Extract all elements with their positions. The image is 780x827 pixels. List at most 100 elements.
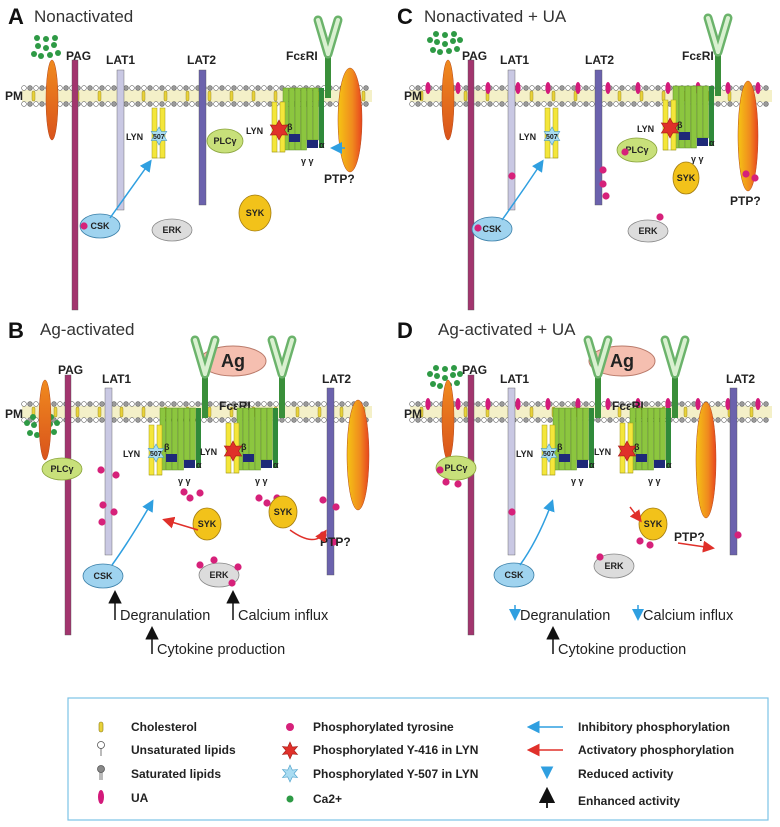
cholesterol (229, 90, 234, 102)
ua-molecule (485, 398, 491, 410)
panel-b-title: Ag-activated (40, 320, 135, 339)
cholesterol (661, 90, 666, 102)
calcium-ion (55, 50, 61, 56)
phosphotyrosine (508, 508, 516, 516)
calcium-ion (51, 42, 57, 48)
phosphotyrosine (319, 496, 327, 504)
legend-y416: Phosphorylated Y-416 in LYN (281, 741, 478, 760)
cholesterol (229, 406, 234, 418)
fceri-subunit (564, 407, 571, 471)
legend-cholesterol: Cholesterol (98, 720, 197, 734)
erk (593, 553, 635, 579)
legend-ua-label: UA (131, 791, 149, 805)
phosphotyrosine (621, 148, 629, 156)
csk (79, 213, 121, 239)
fceri-subunit (171, 407, 178, 471)
fceri-alpha (273, 408, 278, 468)
calcium-ion (427, 371, 433, 377)
calcium-ion (51, 429, 57, 435)
phosphotyrosine (112, 471, 120, 479)
itam-block (184, 460, 195, 468)
cholesterol (463, 406, 468, 418)
phosphotyrosine (646, 541, 654, 549)
fceri-subunit (266, 407, 273, 461)
cholesterol (529, 90, 534, 102)
csk-label: CSK (482, 224, 502, 234)
pag-label: PAG (462, 363, 487, 377)
lyn-label: LYN (516, 449, 533, 459)
calcium-ion (457, 371, 463, 377)
degranulation-label: Degranulation (520, 608, 610, 624)
fceri-receptor: βαγ γ (282, 15, 343, 166)
calcium-ion (34, 35, 40, 41)
calcium-ion (430, 381, 436, 387)
fceri-subunit (653, 407, 660, 461)
calcium-ion (450, 38, 456, 44)
antigen-label: Ag (221, 351, 245, 371)
fceri-alpha-stalk (325, 54, 331, 98)
cholesterol (75, 406, 80, 418)
lyn-label: LYN (594, 447, 611, 457)
phosphotyrosine (436, 466, 444, 474)
csk (82, 563, 124, 589)
cholesterol (339, 406, 344, 418)
legend-ptyr: Phosphorylated tyrosine (286, 720, 454, 734)
calcium-ion (446, 48, 452, 54)
ua-molecule (455, 398, 461, 410)
legend-inhibitory-label: Inhibitory phosphorylation (578, 720, 730, 734)
lat1-label: LAT1 (500, 372, 529, 386)
phosphotyrosine (734, 531, 742, 539)
pag-bar (467, 374, 475, 636)
fceri-subunit (288, 87, 295, 151)
fceri-subunit (312, 87, 319, 141)
y507-star-icon (281, 764, 299, 783)
ua-molecule (515, 398, 521, 410)
fceri-subunit (165, 407, 172, 471)
phosphotyrosine (180, 488, 188, 496)
fceri-subunit (702, 85, 709, 139)
lat2-bar (198, 69, 207, 206)
fceri-alpha (196, 408, 201, 468)
cholesterol (185, 90, 190, 102)
lat1-bar (116, 69, 125, 211)
fceri-label: FcεRI (286, 49, 318, 63)
lat2-bar (326, 387, 335, 576)
phosphotyrosine (263, 499, 271, 507)
cholesterol (463, 90, 468, 102)
calcium-ion (43, 45, 49, 51)
phosphotyrosine (110, 508, 118, 516)
itam-block (243, 454, 254, 462)
pm-label: PM (5, 407, 23, 421)
csk-lyn-arrow (109, 159, 152, 219)
pag-bar (71, 59, 79, 311)
calcium-ion (31, 422, 37, 428)
fceri-subunit (294, 87, 301, 151)
phosphotyrosine (474, 224, 482, 232)
cholesterol-icon (98, 721, 104, 733)
beta-label: β (287, 122, 293, 132)
syk (238, 194, 272, 232)
cholesterol (551, 90, 556, 102)
calcium-ion (43, 36, 49, 42)
itam-block (289, 134, 300, 142)
legend-reduced: Reduced activity (540, 766, 674, 781)
ua-icon (98, 790, 104, 804)
y507-star (147, 443, 165, 463)
cholesterol (163, 90, 168, 102)
calcium-ion (451, 365, 457, 371)
lat1-bar (507, 69, 516, 211)
gamma-label: γ γ (255, 476, 268, 486)
fceri-alpha-stalk (715, 52, 721, 96)
ua-molecule (695, 398, 701, 410)
syk-label: SYK (644, 519, 663, 529)
plcg (616, 137, 658, 163)
calcium-ion (427, 37, 433, 43)
calcium-ion (454, 380, 460, 386)
y416-star (660, 117, 680, 139)
cholesterol (419, 90, 424, 102)
pag-bar (467, 59, 475, 311)
plcg-label: PLCγ (213, 136, 236, 146)
ua-molecule (665, 82, 671, 94)
